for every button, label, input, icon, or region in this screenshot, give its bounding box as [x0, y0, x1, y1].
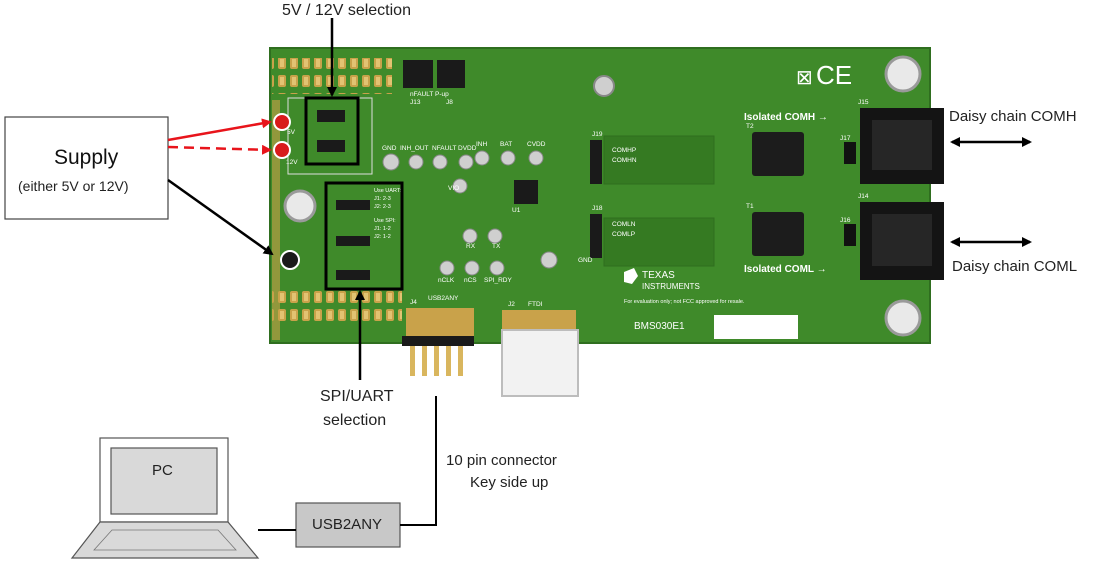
- component-label: J19: [592, 131, 603, 138]
- jumper-note: J2: 1-2: [374, 234, 391, 240]
- component-label: J4: [410, 299, 417, 306]
- silkscreen-label: nFAULT P-up: [410, 91, 449, 98]
- silkscreen-label: SPI_RDY: [484, 277, 512, 284]
- silkscreen-label: FTDI: [528, 301, 543, 308]
- jumper-note: Use UART:: [374, 188, 402, 194]
- supply-post-12v: [273, 141, 291, 159]
- label-plate: [714, 315, 798, 339]
- pc-label: PC: [152, 462, 173, 479]
- component-label: J14: [858, 193, 869, 200]
- silkscreen-label: GND: [382, 145, 397, 152]
- silkscreen-label: nCS: [464, 277, 477, 284]
- supply-arrow-gnd: [167, 178, 274, 256]
- spi-uart-selection-box: [324, 181, 404, 291]
- component-label: J16: [840, 217, 851, 224]
- silkscreen-label: BAT: [500, 141, 512, 148]
- board-isolated-comh: Isolated COMH →: [744, 112, 828, 123]
- jumper-j18: [590, 214, 602, 258]
- jumper-j13: [403, 60, 433, 88]
- header-pins-bottom-left: [272, 290, 402, 326]
- silkscreen-label: COMLP: [612, 231, 635, 238]
- supply-box: [4, 116, 169, 220]
- component-label: U1: [512, 207, 521, 214]
- board-isolated-coml: Isolated COML →: [744, 264, 827, 275]
- ce-mark-icon: CE: [816, 60, 852, 90]
- silkscreen-label: COMLN: [612, 221, 636, 228]
- jumper-note: Use SPI:: [374, 218, 396, 224]
- ti-logo-text-2: INSTRUMENTS: [642, 282, 700, 291]
- supply-arrow-12v: [167, 144, 272, 155]
- connector-j2-ftdi: [501, 310, 579, 397]
- jumper-note: J2: 2-3: [374, 204, 391, 210]
- voltage-selection-box: [304, 96, 360, 166]
- mounting-hole-left: [283, 189, 317, 223]
- laptop-pc-icon: [70, 437, 260, 559]
- component-label: J13: [410, 99, 421, 106]
- daisy-coml-label: Daisy chain COML: [952, 258, 1078, 275]
- transformer-t1: [752, 212, 804, 256]
- spi-uart-label-line2: selection: [323, 412, 387, 429]
- component-label: J8: [446, 99, 453, 106]
- silkscreen-label: RX: [466, 243, 476, 250]
- silkscreen-label: 5V: [287, 129, 296, 136]
- silkscreen-label: DVDD: [458, 145, 477, 152]
- connector-j4-usb2any: [402, 308, 474, 376]
- pcb-board: ⊠ CE Isolated COMH → Isolated COML → TEX…: [269, 47, 944, 344]
- usb2any-box: [295, 502, 401, 548]
- supply-arrow-5v: [167, 118, 272, 142]
- weee-bin-icon: ⊠: [796, 67, 813, 89]
- component-label: J17: [840, 135, 851, 142]
- board-disclaimer: For evaluation only; not FCC approved fo…: [624, 299, 745, 305]
- transformer-t2: [752, 132, 804, 176]
- silkscreen-label: nCLK: [438, 277, 455, 284]
- board-part-number: BMS030E1: [634, 321, 685, 332]
- jumper-note: J1: 2-3: [374, 196, 391, 202]
- silkscreen-label: TX: [492, 243, 501, 250]
- supply-subtitle: (either 5V or 12V): [18, 178, 129, 194]
- voltage-selection-label: 5V / 12V selection: [282, 2, 411, 19]
- component-label: T1: [746, 203, 754, 210]
- jumper-j19: [590, 140, 602, 184]
- silkscreen-label: COMHN: [612, 157, 637, 164]
- jumper-j16: [844, 224, 856, 246]
- jumper-j8: [437, 60, 465, 88]
- ti-logo-text-1: TEXAS: [642, 270, 675, 281]
- jumper-j17: [844, 142, 856, 164]
- usb2any-label: USB2ANY: [312, 516, 383, 533]
- mounting-hole-top-right: [884, 55, 922, 93]
- usb2any-cable: [400, 396, 437, 526]
- silkscreen-label: INH: [476, 141, 488, 148]
- supply-post-5v: [273, 113, 291, 131]
- connector-label-line1: 10 pin connector: [446, 452, 557, 469]
- jumper-note: J1: 1-2: [374, 226, 391, 232]
- silkscreen-label: USB2ANY: [428, 295, 459, 302]
- supply-title: Supply: [54, 146, 119, 169]
- daisy-comh-label: Daisy chain COMH: [949, 108, 1077, 125]
- component-label: J18: [592, 205, 603, 212]
- silkscreen-label: 12V: [286, 159, 298, 166]
- connector-label-line2: Key side up: [470, 474, 549, 491]
- silkscreen-label: CVDD: [527, 141, 546, 148]
- component-label: T2: [746, 123, 754, 130]
- ti-logo-icon: [624, 268, 638, 284]
- ic-u1: [514, 180, 538, 204]
- mounting-hole-bottom-right: [884, 299, 922, 337]
- silkscreen-label: GND: [578, 257, 593, 264]
- component-label: J15: [858, 99, 869, 106]
- silkscreen-label: INH_OUT: [400, 145, 429, 152]
- supply-post-gnd: [280, 250, 300, 270]
- silkscreen-label: NFAULT: [432, 145, 456, 152]
- silkscreen-label: COMHP: [612, 147, 636, 154]
- component-label: J2: [508, 301, 515, 308]
- spi-uart-label-line1: SPI/UART: [320, 388, 394, 405]
- silkscreen-label: VIO: [448, 185, 459, 192]
